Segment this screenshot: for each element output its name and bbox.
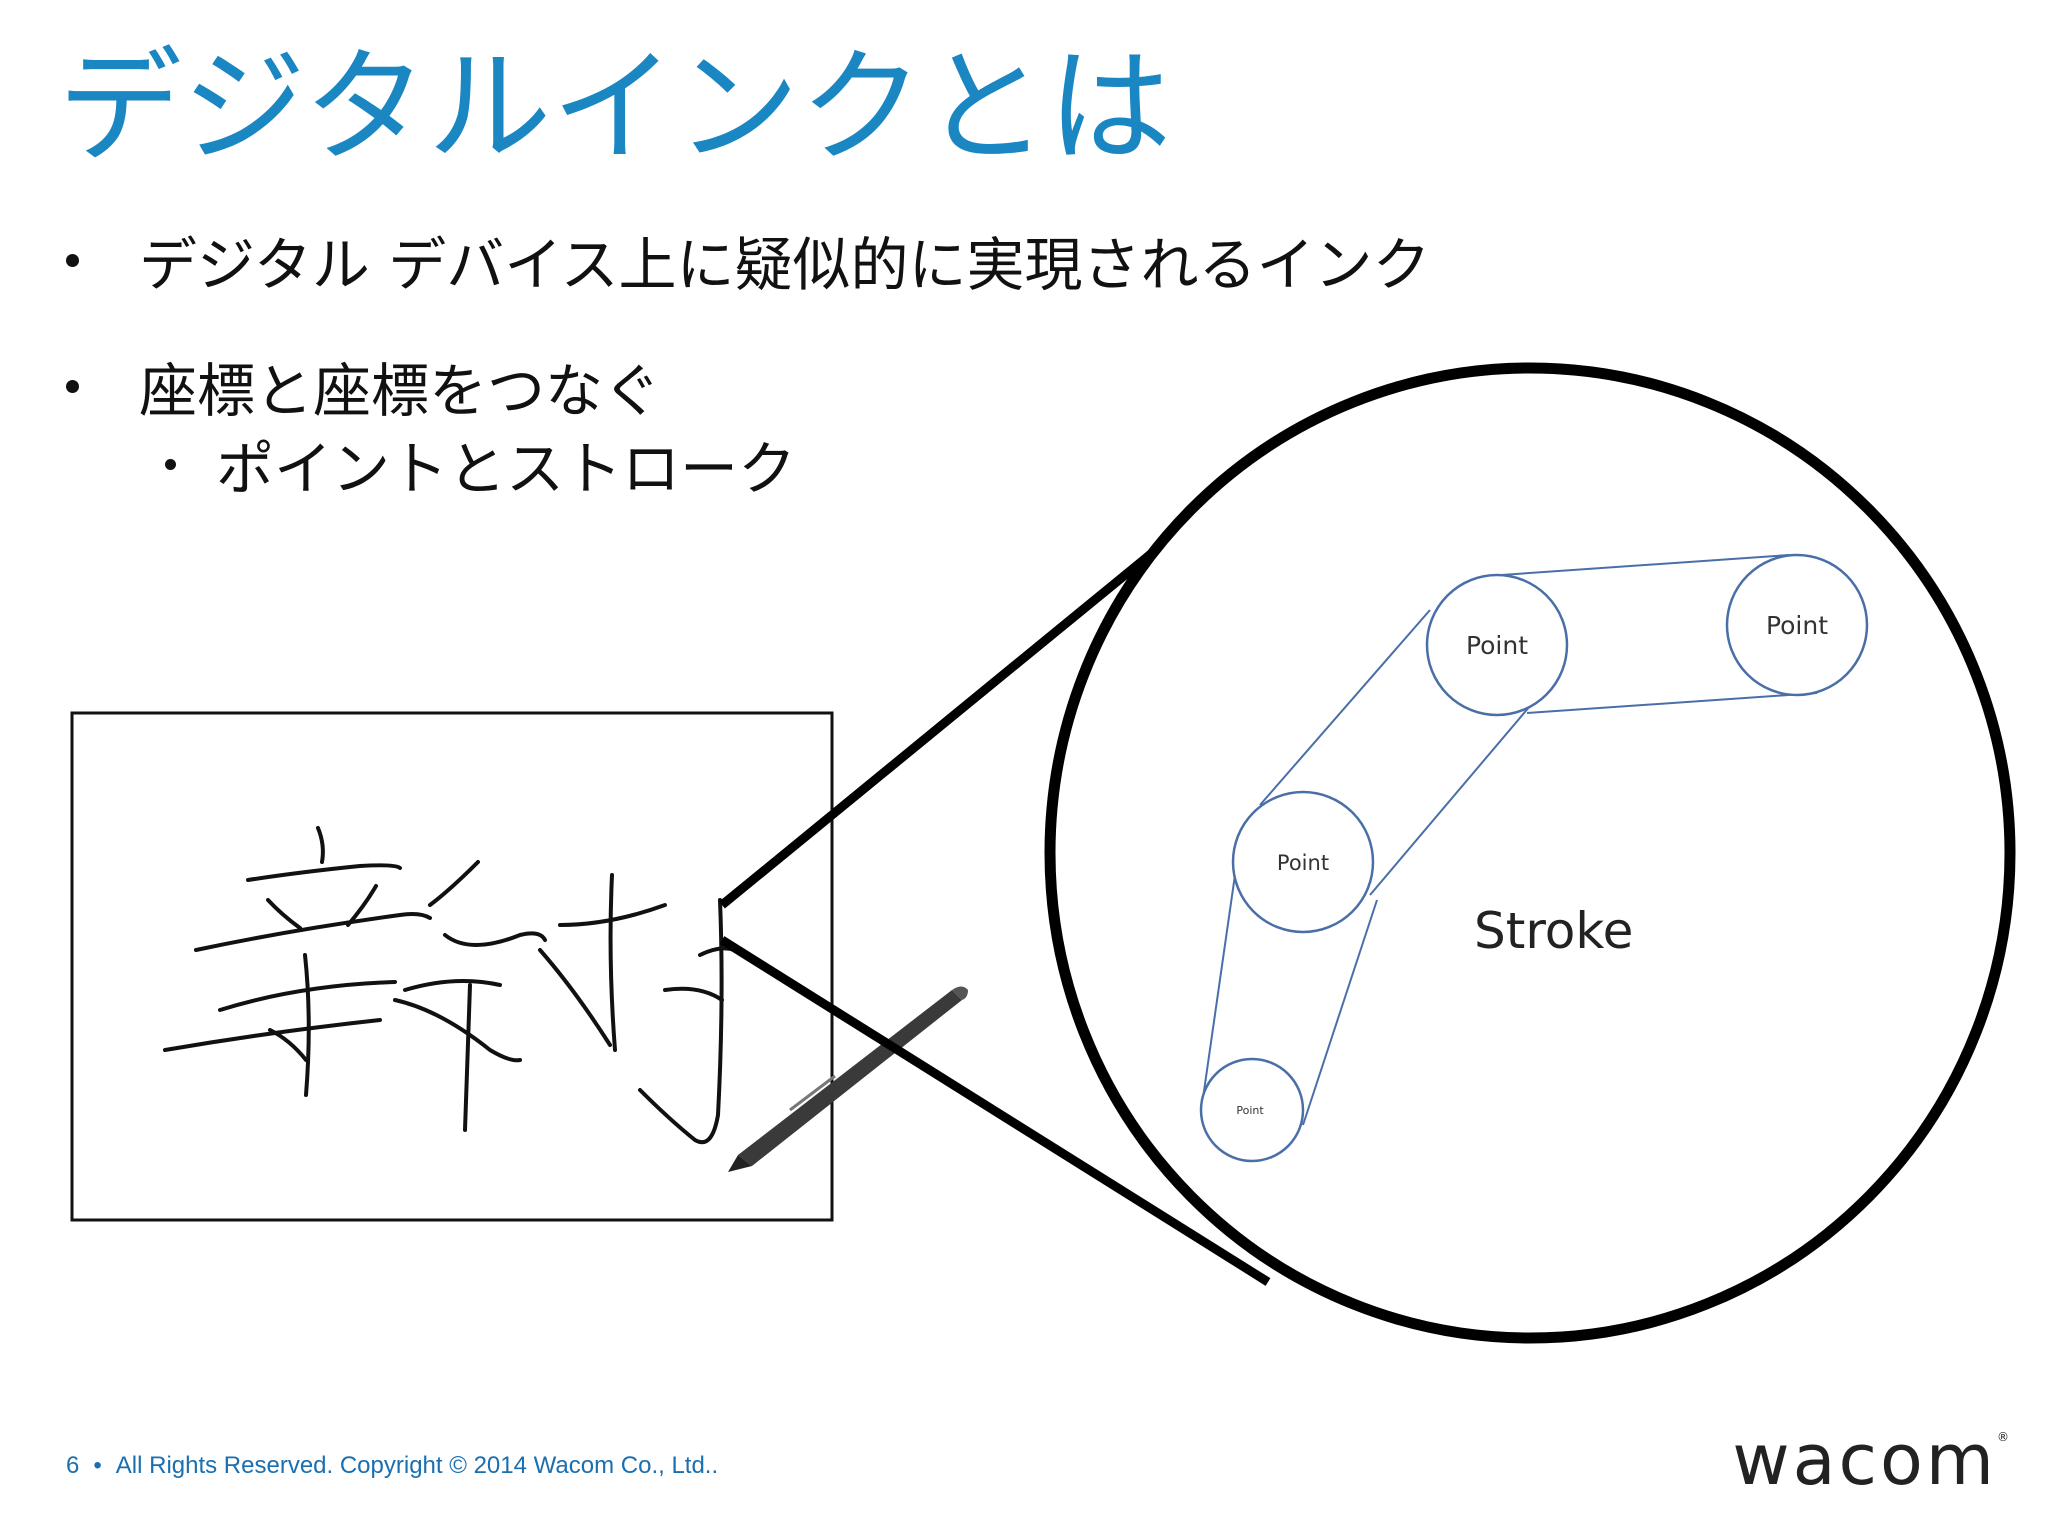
bullet-text: 座標と座標をつなぐ: [139, 357, 662, 425]
point-node: Point: [1199, 1057, 1305, 1163]
point-node: Point: [1231, 790, 1375, 934]
stroke-outline: [1201, 554, 1818, 1126]
zoom-line-bottom: [719, 936, 1271, 1286]
point-label: Point: [1466, 631, 1528, 660]
stroke-label: Stroke: [1474, 902, 1633, 960]
sub-bullet-item: ポイントとストローク: [165, 422, 796, 506]
footer: 6 • All Rights Reserved. Copyright © 2014 …: [66, 1452, 718, 1480]
page-number: 6: [66, 1452, 80, 1479]
signature-box: [70, 711, 834, 1222]
bullet-item: デジタル デバイス上に疑似的に実現されるインク: [66, 218, 1431, 302]
point-node: Point: [1725, 553, 1869, 697]
sub-bullet-text: ポイントとストローク: [216, 435, 797, 503]
bullet-dot-icon: [66, 253, 79, 267]
wacom-logo: wacom®: [1732, 1425, 2012, 1495]
registered-mark: ®: [1997, 1430, 2012, 1444]
bullet-dot-icon: [165, 458, 176, 470]
magnifier-circle: [1044, 362, 2016, 1344]
logo-text: wacom: [1732, 1419, 1997, 1501]
point-node: Point: [1425, 573, 1569, 717]
slide-title: デジタルインクとは: [58, 36, 1172, 180]
point-label: Point: [1277, 851, 1329, 875]
point-label: Point: [1236, 1104, 1264, 1117]
bullet-dot-icon: [66, 379, 79, 393]
bullet-item: 座標と座標をつなぐ: [66, 344, 661, 428]
bullet-text: デジタル デバイス上に疑似的に実現されるインク: [139, 231, 1431, 299]
footer-separator: •: [93, 1452, 102, 1479]
stylus-pen-icon: [728, 986, 968, 1172]
handwriting-strokes: [163, 826, 737, 1145]
copyright-text: All Rights Reserved. Copyright © 2014 Wa…: [115, 1452, 719, 1479]
point-label: Point: [1766, 611, 1828, 640]
